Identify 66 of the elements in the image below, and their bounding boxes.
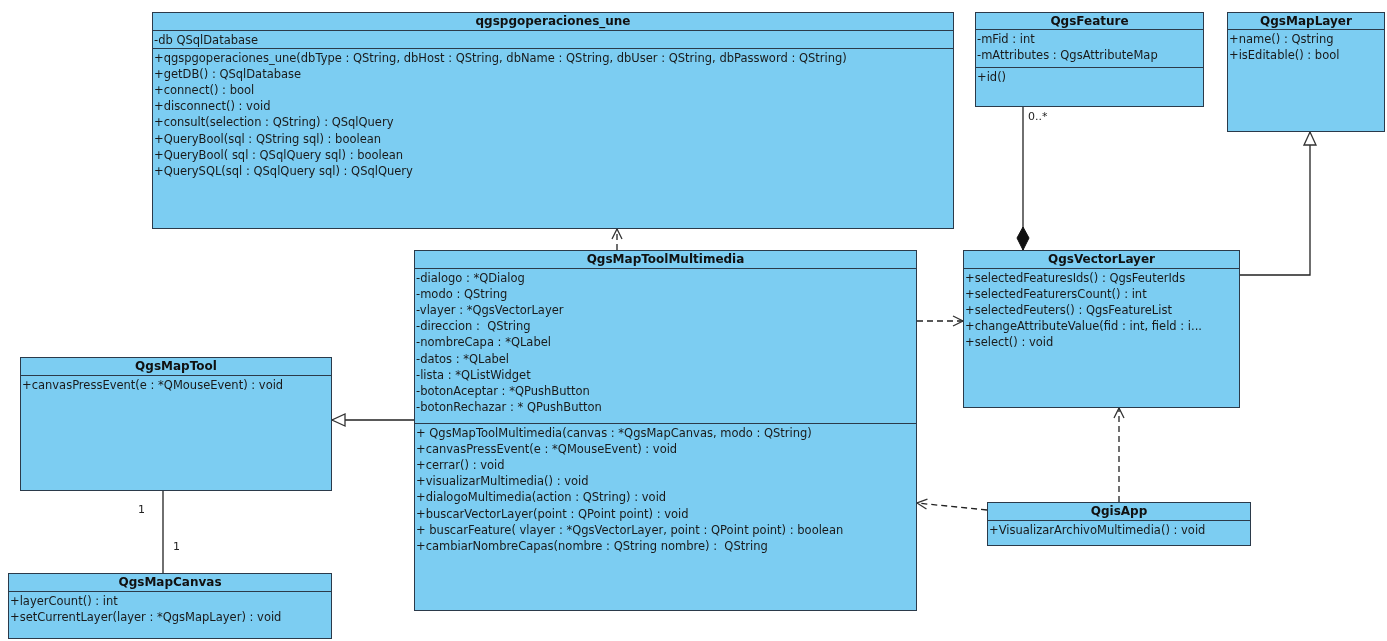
class-member: +selectedFeaturesIds() : QgsFeuterIds — [965, 269, 1186, 286]
class-member: -mFid : int — [977, 30, 1035, 47]
class-member: -nombreCapa : *QLabel — [416, 334, 551, 351]
class-member: +layerCount() : int — [10, 592, 118, 609]
generalization-arrow — [331, 413, 415, 427]
class-member: -db QSqlDatabase — [154, 31, 259, 48]
class-box — [975, 12, 1204, 107]
class-member: +buscarVectorLayer(point : QPoint point) : void — [416, 505, 689, 522]
composition-line — [1016, 106, 1030, 251]
class-member: +selectedFeaturersCount() : int — [965, 285, 1147, 302]
class-name: QgsMapToolMultimedia — [586, 251, 745, 267]
dependency-arrow — [916, 498, 988, 511]
class-member: +consult(selection : QString) : QSqlQuery — [154, 114, 394, 131]
class-name: QgsVectorLayer — [1048, 251, 1155, 267]
class-compartment — [153, 29, 953, 48]
class-member: -botonAceptar : *QPushButton — [416, 382, 590, 400]
dependency-arrow — [1113, 407, 1125, 503]
class-member: -vlayer : *QgsVectorLayer — [416, 301, 564, 319]
class-member: -dialogo : *QDialog — [416, 269, 525, 286]
class-member: +canvasPressEvent(e : *QMouseEvent) : void — [416, 440, 678, 457]
multiplicity-label: 0..* — [1028, 110, 1048, 123]
class-name: QgsMapLayer — [1260, 13, 1352, 29]
class-member: +getDB() : QSqlDatabase — [154, 65, 302, 82]
class-box — [1227, 12, 1385, 132]
dependency-arrow — [916, 315, 964, 327]
class-box — [414, 250, 917, 611]
class-member: +qgspgoperaciones_une(dbType : QString, dbHost : QString, dbName : QString, dbUser : QString, dbPassword : QString) — [154, 49, 847, 66]
class-member: +changeAttributeValue(fid : int, field : i... — [965, 318, 1202, 335]
class-member: -modo : QString — [416, 285, 508, 302]
class-member: +selectedFeuters() : QgsFeatureList — [965, 301, 1172, 319]
class-member: +QueryBool( sql : QSqlQuery sql) : boolean — [154, 146, 404, 163]
multiplicity-label: 1 — [173, 540, 180, 553]
class-name: QgisApp — [1090, 503, 1148, 519]
class-member: +VisualizarArchivoMultimedia() : void — [989, 521, 1206, 538]
class-member: +isEditable() : bool — [1229, 46, 1340, 63]
generalization-arrow — [1239, 131, 1317, 276]
class-name: QgsFeature — [1050, 13, 1129, 29]
class-member: +QuerySQL(sql : QSqlQuery sql) : QSqlQuery — [154, 162, 413, 180]
class-member: +disconnect() : void — [154, 98, 271, 115]
class-member: -direccion : QString — [416, 318, 531, 335]
class-member: +connect() : bool — [154, 81, 255, 99]
class-name: qgspgoperaciones_une — [475, 13, 631, 29]
class-member: +cambiarNombreCapas(nombre : QString nombre) : QString — [416, 537, 768, 555]
class-member: +select() : void — [965, 334, 1054, 351]
class-box — [152, 12, 954, 229]
class-member: -lista : *QListWidget — [416, 366, 531, 383]
class-member: + buscarFeature( vlayer : *QgsVectorLayer, point : QPoint point) : boolean — [416, 521, 844, 538]
class-member: +name() : Qstring — [1229, 30, 1334, 47]
class-member: + QgsMapToolMultimedia(canvas : *QgsMapCanvas, modo : QString) — [416, 424, 812, 441]
class-member: +canvasPressEvent(e : *QMouseEvent) : void — [22, 376, 284, 393]
class-member: +id() — [977, 68, 1007, 85]
class-member: -botonRechazar : * QPushButton — [416, 399, 602, 416]
class-box — [8, 573, 332, 639]
class-member: +dialogoMultimedia(action : QString) : void — [416, 489, 667, 506]
dependency-arrow — [611, 228, 623, 251]
class-member: +setCurrentLayer(layer : *QgsMapLayer) : void — [10, 608, 282, 625]
class-name: QgsMapCanvas — [118, 574, 222, 590]
class-member: +QueryBool(sql : QString sql) : boolean — [154, 130, 382, 147]
association-line — [162, 490, 164, 574]
class-name: QgsMapTool — [135, 358, 217, 374]
class-member: +visualizarMultimedia() : void — [416, 473, 589, 490]
class-member: +cerrar() : void — [416, 456, 505, 474]
class-member: -datos : *QLabel — [416, 350, 510, 367]
class-box — [987, 502, 1251, 546]
multiplicity-label: 1 — [138, 503, 145, 516]
class-member: -mAttributes : QgsAttributeMap — [977, 46, 1158, 63]
